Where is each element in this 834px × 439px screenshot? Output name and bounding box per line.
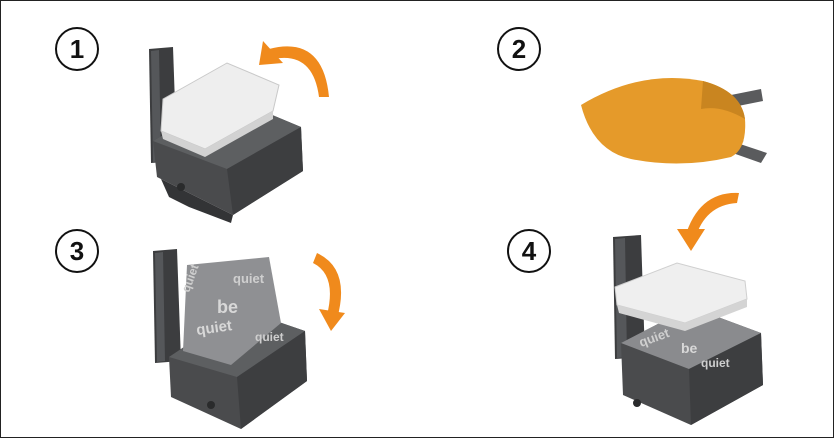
curved-arrow-icon xyxy=(677,193,739,251)
